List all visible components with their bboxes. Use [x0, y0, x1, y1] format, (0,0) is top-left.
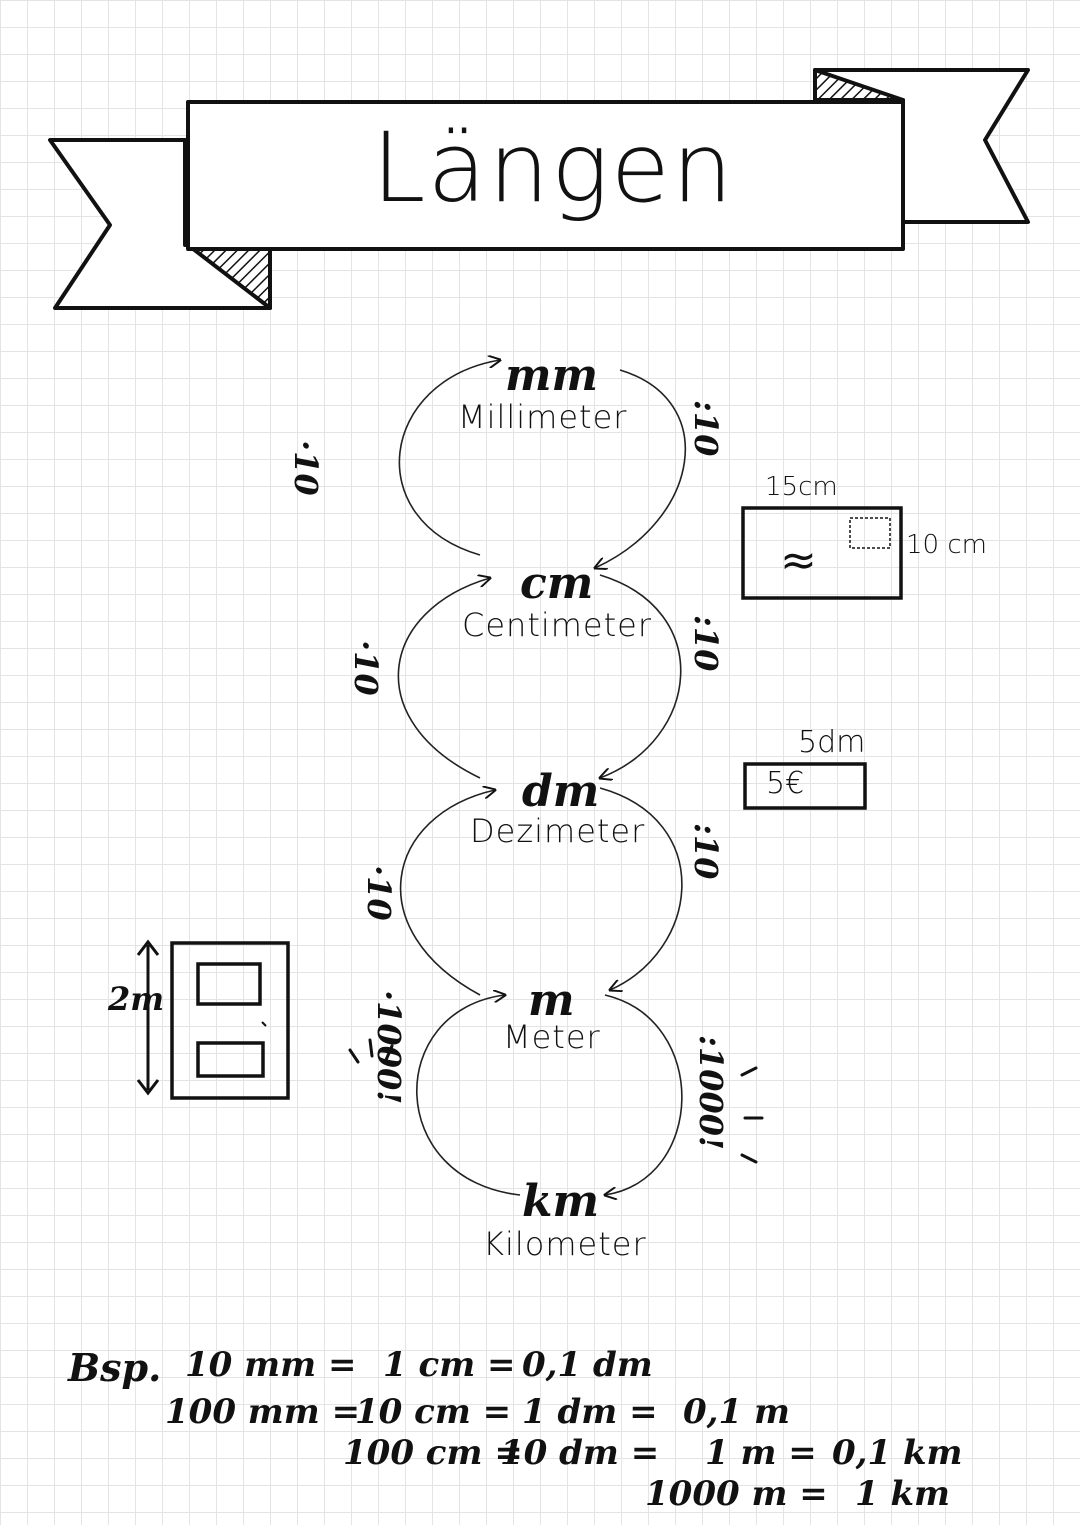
- conv-row1-a: 10 mm =: [185, 1345, 357, 1385]
- factor-right-dm-m: :10: [687, 823, 725, 880]
- unit-name-cm: Centimeter: [462, 606, 652, 644]
- unit-symbol-km: km: [522, 1176, 600, 1227]
- factor-left-mm-cm: ·10: [287, 440, 325, 496]
- door-height-arrow: [136, 939, 160, 1096]
- door-height-label: 2m: [108, 980, 165, 1018]
- stamp-icon: [849, 517, 891, 549]
- banknote-drawing: [743, 762, 867, 810]
- conv-row2-d: 0,1 m: [683, 1392, 790, 1432]
- unit-name-dm: Dezimeter: [470, 812, 646, 850]
- unit-symbol-cm: cm: [520, 558, 594, 609]
- factor-right-m-km: :1000!: [692, 1035, 730, 1150]
- factor-left-cm-dm: ·10: [347, 640, 385, 696]
- banknote-width-label: 5dm: [798, 725, 866, 760]
- envelope-wave-icon: ≈: [780, 535, 817, 586]
- conv-row1-c: 0,1 dm: [522, 1345, 653, 1385]
- envelope-height-label: 10 cm: [906, 530, 987, 560]
- envelope-drawing: [741, 506, 903, 600]
- conv-row4-b: 1 km: [855, 1474, 951, 1514]
- emphasis-marks: [348, 1038, 764, 1164]
- conv-row3-d: 0,1 km: [832, 1433, 963, 1473]
- conv-row2-a: 100 mm =: [165, 1392, 361, 1432]
- conv-row2-c: 1 dm =: [522, 1392, 658, 1432]
- factor-left-dm-m: ·10: [360, 865, 398, 921]
- examples-prefix: Bsp.: [68, 1345, 162, 1390]
- conversion-loops: [397, 360, 686, 1195]
- conv-row2-b: 10 cm =: [355, 1392, 512, 1432]
- conv-row3-c: 1 m =: [705, 1433, 817, 1473]
- envelope-width-label: 15cm: [765, 472, 838, 502]
- unit-name-m: Meter: [503, 1018, 601, 1056]
- conv-row4-a: 1000 m =: [645, 1474, 828, 1514]
- banner-main: [186, 100, 905, 251]
- page-title: Längen: [372, 112, 735, 224]
- unit-name-km: Kilometer: [483, 1225, 647, 1263]
- factor-right-cm-dm: :10: [687, 615, 725, 672]
- conv-row1-b: 1 cm =: [383, 1345, 516, 1385]
- conv-row3-a: 100 cm =: [343, 1433, 523, 1473]
- unit-symbol-mm: mm: [505, 350, 599, 401]
- factor-right-mm-cm: :10: [687, 400, 725, 457]
- banknote-value: 5€: [766, 766, 805, 801]
- conv-row3-b: 10 dm =: [500, 1433, 660, 1473]
- unit-symbol-m: m: [528, 975, 575, 1026]
- door-drawing: [170, 941, 290, 1100]
- title-banner: [48, 68, 1030, 310]
- unit-name-mm: Millimeter: [458, 398, 628, 436]
- unit-symbol-dm: dm: [522, 766, 600, 817]
- factor-left-m-km: ·1000!: [370, 990, 408, 1105]
